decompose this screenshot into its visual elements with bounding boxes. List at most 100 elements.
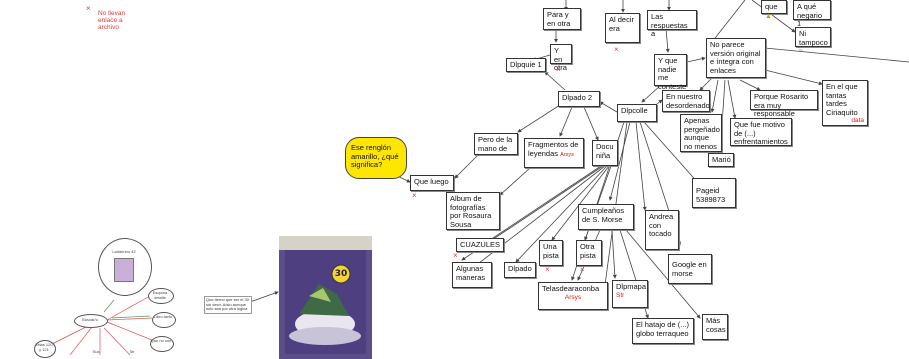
node-dlpado[interactable]: Dlpado xyxy=(504,262,536,278)
warning-icon: ▲ xyxy=(765,12,772,20)
picture-image[interactable]: 30 xyxy=(279,236,372,359)
minimap-bottom2-label: Sus xyxy=(92,349,100,354)
node-y-en-otra[interactable]: Y en otra xyxy=(550,44,572,72)
minimap-center-node xyxy=(74,314,108,328)
yellow-note-text: Ese renglón amarillo, ¿qué significa? xyxy=(351,143,399,169)
node-label: En nuestro desordenado xyxy=(666,92,710,110)
node-label: Cumpleaños de S. Morse xyxy=(582,206,625,224)
node-album[interactable]: Album de fotografías por Rosaura Sousa xyxy=(446,192,500,230)
minimap[interactable]: Ladderino 42 Buscar/o Esquina detalle Li… xyxy=(30,236,210,359)
x-mark-icon: × xyxy=(580,265,585,274)
node-mark: ≈ xyxy=(799,48,803,55)
node-las-respuestas[interactable]: Las respuestas a xyxy=(647,10,697,38)
node-label: Andrea con tocado xyxy=(649,212,674,238)
node-ni-tampoco[interactable]: Ni tampoco ≈ xyxy=(795,27,831,55)
x-mark-icon: × xyxy=(556,65,561,74)
minimap-bottom1-label: Telas 120 y 121 xyxy=(35,342,53,352)
node-una-pista[interactable]: Una pista xyxy=(539,240,563,266)
node-label: Que luego xyxy=(414,177,449,186)
node-mario[interactable]: Marió xyxy=(708,153,734,167)
node-mas-cosas[interactable]: Más cosas xyxy=(702,314,728,340)
node-cuazules[interactable]: CUAZULES xyxy=(456,238,504,252)
node-label: Dlpcolle xyxy=(621,106,648,115)
node-label: Para y en otra xyxy=(547,10,571,28)
node-en-nuestro[interactable]: En nuestro desordenado xyxy=(662,90,710,112)
node-cumpleanos[interactable]: Cumpleaños de S. Morse xyxy=(578,204,634,230)
node-label: Otra pista xyxy=(580,242,596,260)
node-apenas[interactable]: Apenas pergeñado aunque no menos xyxy=(680,114,722,152)
node-label: Dlpmapa xyxy=(616,282,647,291)
node-label: Apenas pergeñado aunque no menos xyxy=(684,116,720,151)
node-dlpcolle[interactable]: Dlpcolle xyxy=(617,104,657,122)
photo-badge-number: 30 xyxy=(334,269,348,279)
x-mark-icon: × xyxy=(453,251,458,260)
node-hatajo[interactable]: El hatajo de (...) globo terraqueo xyxy=(632,318,694,344)
node-docu-nina[interactable]: Docu niña xyxy=(592,140,618,166)
note-no-llevan: No llevan enlace a archivo xyxy=(98,10,126,31)
x-mark-icon: × xyxy=(545,265,550,274)
minimap-leaf2-label: Libro tacto xyxy=(153,314,173,319)
node-sub: Str xyxy=(616,291,625,299)
yellow-question-note[interactable]: Ese renglón amarillo, ¿qué significa? xyxy=(345,137,407,179)
minimap-top-label: Ladderino 42 xyxy=(112,249,136,254)
node-algunas-maneras[interactable]: Algunas maneras xyxy=(452,262,492,288)
node-label: Pageid 5389873 xyxy=(696,186,726,204)
node-label: que xyxy=(765,2,778,11)
node-para-y-en-otra[interactable]: Para y en otra xyxy=(543,8,581,30)
node-dlpado-2[interactable]: Dlpado 2 xyxy=(558,91,600,107)
node-que[interactable]: que ▲ xyxy=(761,0,787,20)
node-label: Dlpquie 1 xyxy=(510,60,542,69)
node-no-parece[interactable]: No parece versión original e íntegra con… xyxy=(706,38,766,78)
node-note: Arsys xyxy=(560,151,574,158)
node-label: Al decir era xyxy=(609,15,635,33)
x-mark-icon: × xyxy=(614,45,619,54)
node-label: Fragmentos de leyendas xyxy=(528,140,579,158)
minimap-leaf-node xyxy=(150,336,174,352)
node-y-que-nadie[interactable]: Y que nadie me conteste xyxy=(654,54,687,90)
node-sub: data xyxy=(851,117,864,124)
node-label: Dlpado 2 xyxy=(562,93,593,102)
node-label: Album de fotografías por Rosaura Sousa xyxy=(450,194,492,229)
node-label: Que fue motivo de (...) enfrentamientos xyxy=(734,120,788,146)
node-pero-de-la[interactable]: Pero de la mano de xyxy=(474,133,518,155)
node-label: A qué negario 1 xyxy=(797,2,823,28)
node-label: Las respuestas a xyxy=(651,12,688,38)
node-label: Más cosas xyxy=(706,316,726,334)
minimap-leaf-node xyxy=(148,288,174,304)
minimap-leaf3-label: Que no son xyxy=(150,338,172,343)
node-label: Porque Rosarito era muy responsable xyxy=(754,92,809,118)
node-andrea[interactable]: Andrea con tocado xyxy=(645,210,679,250)
node-label: El hatajo de (...) globo terraqueo xyxy=(636,320,689,338)
node-dlpquie-1[interactable]: Dlpquie 1 xyxy=(506,58,546,72)
x-mark-icon: × xyxy=(412,191,417,200)
node-fragmentos[interactable]: Fragmentos de leyendas Arsys xyxy=(524,138,584,168)
minimap-bottom3-label: Str xyxy=(129,349,135,354)
x-mark-icon: × xyxy=(86,4,91,13)
minimap-leaf1-label: Esquina detalle xyxy=(152,290,168,300)
node-label: Telasdearaconba xyxy=(542,284,600,293)
node-que-fue-motivo[interactable]: Que fue motivo de (...) enfrentamientos xyxy=(730,118,792,146)
node-label: CUAZULES xyxy=(460,240,501,249)
photo-note: Que tierno que ser el 30 sin decir. Aísl… xyxy=(204,296,252,314)
node-al-decir-era[interactable]: Al decir era xyxy=(605,13,640,43)
node-label: Marió xyxy=(712,155,731,164)
node-label: Y que nadie me conteste xyxy=(658,56,687,91)
node-label: Docu niña xyxy=(596,142,614,160)
node-label: Una pista xyxy=(543,242,559,260)
node-porque-rosarito[interactable]: Porque Rosarito era muy responsable xyxy=(750,90,818,118)
node-label: Ni tampoco xyxy=(799,29,828,47)
node-label: No parece versión original e íntegra con… xyxy=(710,40,761,75)
minimap-center-label: Buscar/o xyxy=(82,317,98,322)
node-que-luego[interactable]: Que luego xyxy=(410,175,454,191)
node-google-morse[interactable]: Google en morse xyxy=(668,254,712,284)
node-otra-pista[interactable]: Otra pista xyxy=(576,240,602,266)
node-a-que-negario[interactable]: A qué negario 1 xyxy=(793,0,831,28)
node-sub: Arsys xyxy=(564,293,582,301)
node-pageid[interactable]: Pageid 5389873 xyxy=(692,178,736,208)
node-label: Pero de la mano de xyxy=(478,135,513,153)
node-label: Y en otra xyxy=(554,46,567,72)
minimap-leaf-node xyxy=(34,340,56,358)
